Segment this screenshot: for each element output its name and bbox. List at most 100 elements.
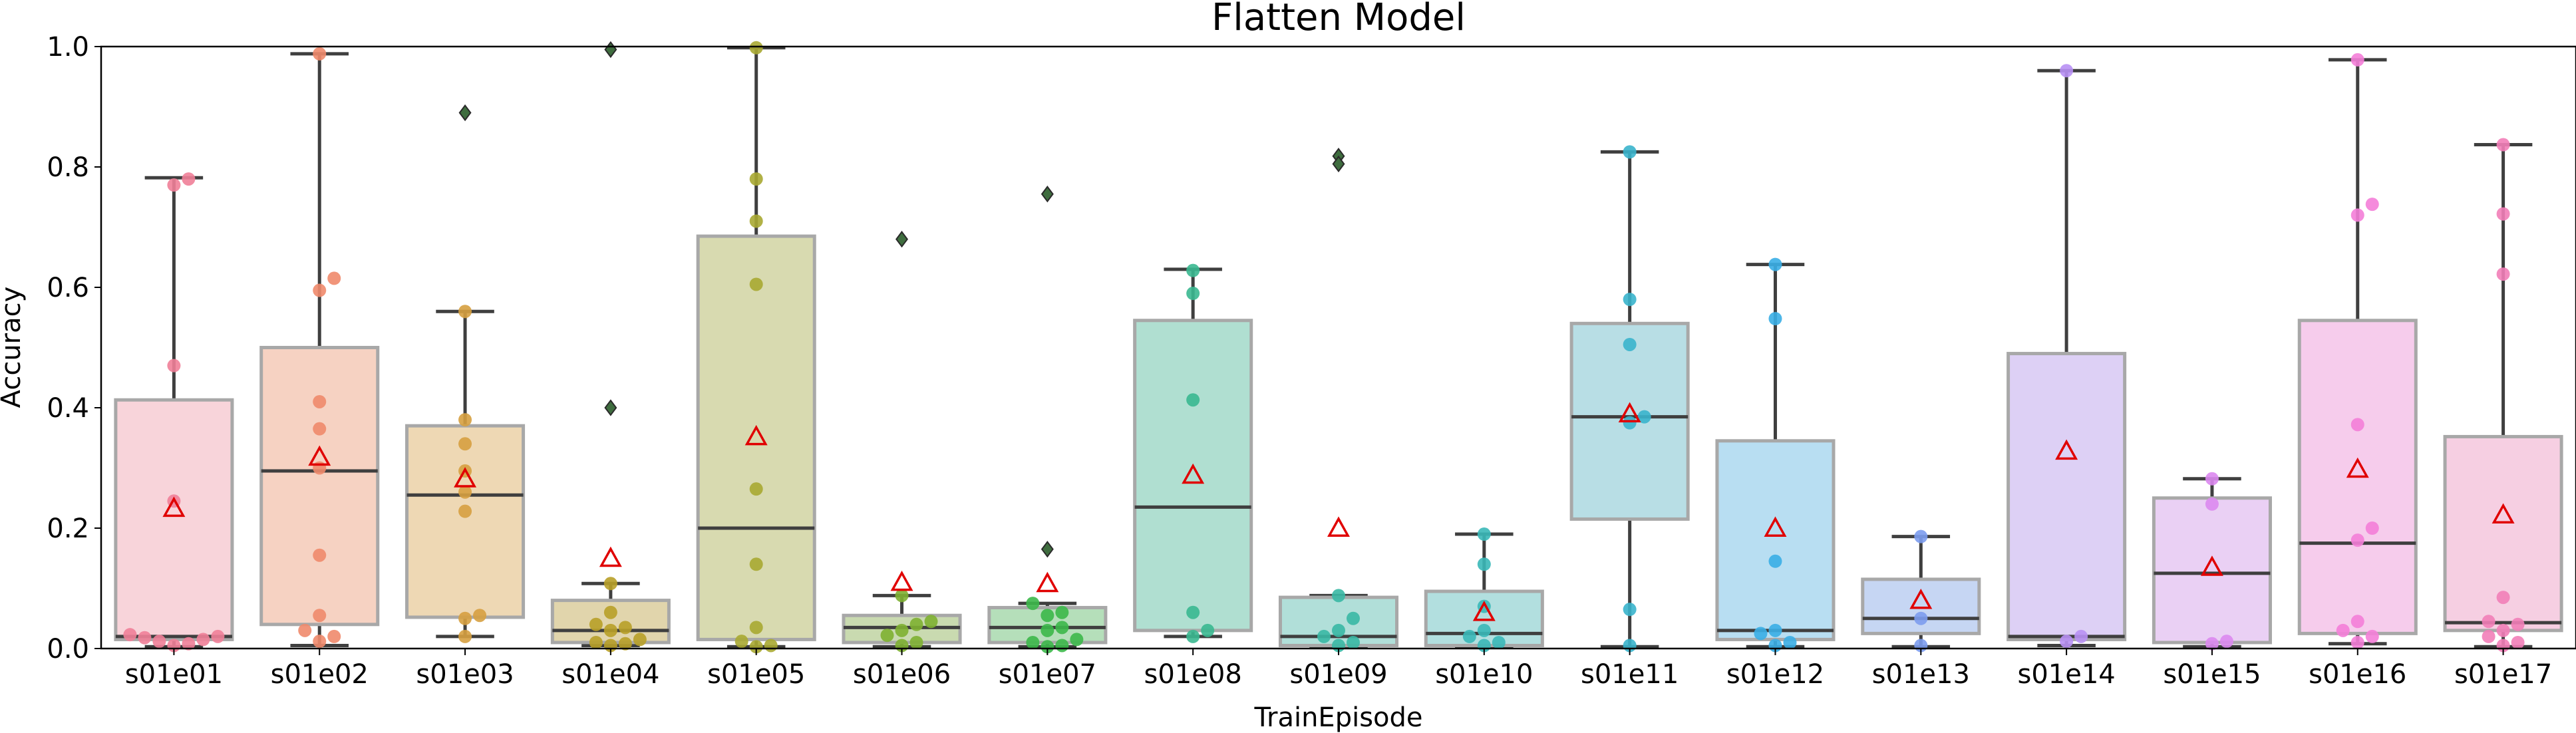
data-point bbox=[2511, 635, 2525, 649]
iqr-box bbox=[1133, 319, 1253, 633]
data-point bbox=[298, 623, 312, 637]
x-tick-label: s01e11 bbox=[1581, 659, 1679, 690]
data-point bbox=[313, 548, 327, 562]
data-point bbox=[1768, 554, 1782, 568]
iqr-box bbox=[259, 346, 380, 627]
mean-marker bbox=[1182, 463, 1205, 484]
data-point bbox=[2365, 198, 2379, 212]
data-point bbox=[895, 589, 909, 603]
box-group-s01e11 bbox=[1569, 145, 1690, 653]
data-point bbox=[734, 635, 748, 649]
x-axis-label: TrainEpisode bbox=[1253, 702, 1422, 733]
iqr-box bbox=[1715, 439, 1836, 641]
y-tick-label: 1.0 bbox=[47, 32, 89, 63]
data-point bbox=[749, 482, 763, 496]
iqr-box bbox=[1861, 577, 1981, 635]
x-tick-label: s01e16 bbox=[2309, 659, 2406, 690]
data-point bbox=[327, 271, 341, 285]
data-point bbox=[2350, 615, 2364, 629]
data-point bbox=[2350, 533, 2364, 547]
data-point bbox=[152, 635, 166, 649]
mean-marker bbox=[2200, 555, 2223, 576]
box-group-s01e09 bbox=[1278, 148, 1399, 653]
data-point bbox=[458, 629, 472, 643]
data-point bbox=[909, 635, 923, 649]
box-group-s01e17 bbox=[2443, 138, 2563, 653]
data-point bbox=[1186, 393, 1200, 407]
data-point bbox=[1623, 337, 1637, 351]
x-tick-label: s01e04 bbox=[562, 659, 659, 690]
data-point bbox=[1477, 527, 1491, 541]
outlier-marker bbox=[1041, 186, 1054, 203]
mean-marker bbox=[308, 445, 331, 466]
x-tick-label: s01e09 bbox=[1289, 659, 1387, 690]
mean-marker bbox=[1909, 588, 1933, 609]
mean-marker bbox=[1036, 571, 1059, 593]
data-point bbox=[2205, 472, 2219, 486]
mean-marker bbox=[454, 467, 477, 488]
box-group-s01e04 bbox=[550, 41, 671, 653]
data-point bbox=[1186, 287, 1200, 301]
iqr-box bbox=[2007, 352, 2127, 641]
data-point bbox=[2219, 635, 2233, 649]
data-point bbox=[2496, 267, 2510, 281]
data-point bbox=[182, 637, 196, 651]
data-point bbox=[2365, 521, 2379, 535]
iqr-box bbox=[696, 234, 816, 641]
x-tick-label: s01e10 bbox=[1435, 659, 1533, 690]
box-group-s01e10 bbox=[1424, 527, 1544, 653]
data-point bbox=[603, 605, 617, 619]
data-point bbox=[1768, 623, 1782, 637]
data-point bbox=[1026, 597, 1040, 611]
box-group-s01e15 bbox=[2152, 472, 2272, 651]
y-axis: 0.00.20.40.60.81.0 bbox=[47, 32, 101, 664]
data-point bbox=[1477, 557, 1491, 571]
data-point bbox=[1914, 529, 1928, 543]
data-point bbox=[1070, 633, 1084, 647]
data-point bbox=[2060, 64, 2074, 78]
outlier-marker bbox=[1041, 541, 1054, 558]
box-group-s01e06 bbox=[842, 230, 962, 653]
data-point bbox=[1637, 410, 1651, 424]
x-tick-label: s01e17 bbox=[2454, 659, 2552, 690]
mean-marker bbox=[1327, 516, 1350, 537]
x-tick-label: s01e14 bbox=[2017, 659, 2115, 690]
data-point bbox=[1623, 293, 1637, 307]
y-tick-label: 0.8 bbox=[47, 152, 89, 183]
data-point bbox=[458, 611, 472, 625]
data-point bbox=[749, 214, 763, 228]
data-point bbox=[1914, 611, 1928, 625]
data-point bbox=[633, 633, 647, 647]
box-group-s01e12 bbox=[1715, 257, 1836, 653]
data-point bbox=[1347, 611, 1360, 625]
x-tick-label: s01e01 bbox=[125, 659, 223, 690]
data-point bbox=[749, 557, 763, 571]
data-point bbox=[2350, 208, 2364, 222]
data-point bbox=[1186, 263, 1200, 277]
data-point bbox=[2496, 591, 2510, 605]
data-point bbox=[1332, 589, 1345, 603]
x-tick-label: s01e12 bbox=[1726, 659, 1824, 690]
mean-marker bbox=[744, 424, 768, 446]
data-point bbox=[1186, 629, 1200, 643]
iqr-box bbox=[1424, 589, 1544, 647]
data-point bbox=[589, 635, 603, 649]
mean-marker bbox=[599, 546, 622, 567]
data-point bbox=[603, 623, 617, 637]
outlier-marker bbox=[604, 41, 617, 59]
data-point bbox=[1783, 635, 1797, 649]
data-point bbox=[473, 609, 487, 623]
data-point bbox=[2074, 629, 2088, 643]
outlier-marker bbox=[895, 230, 909, 248]
data-point bbox=[1201, 623, 1215, 637]
box-group-s01e05 bbox=[696, 41, 816, 654]
data-point bbox=[327, 629, 341, 643]
data-point bbox=[589, 617, 603, 631]
mean-marker bbox=[2346, 457, 2369, 478]
box-group-s01e02 bbox=[259, 47, 380, 649]
y-axis-label: Accuracy bbox=[0, 287, 27, 408]
data-point bbox=[1477, 623, 1491, 637]
data-point bbox=[123, 628, 137, 642]
data-point bbox=[167, 178, 181, 192]
data-point bbox=[458, 413, 472, 427]
